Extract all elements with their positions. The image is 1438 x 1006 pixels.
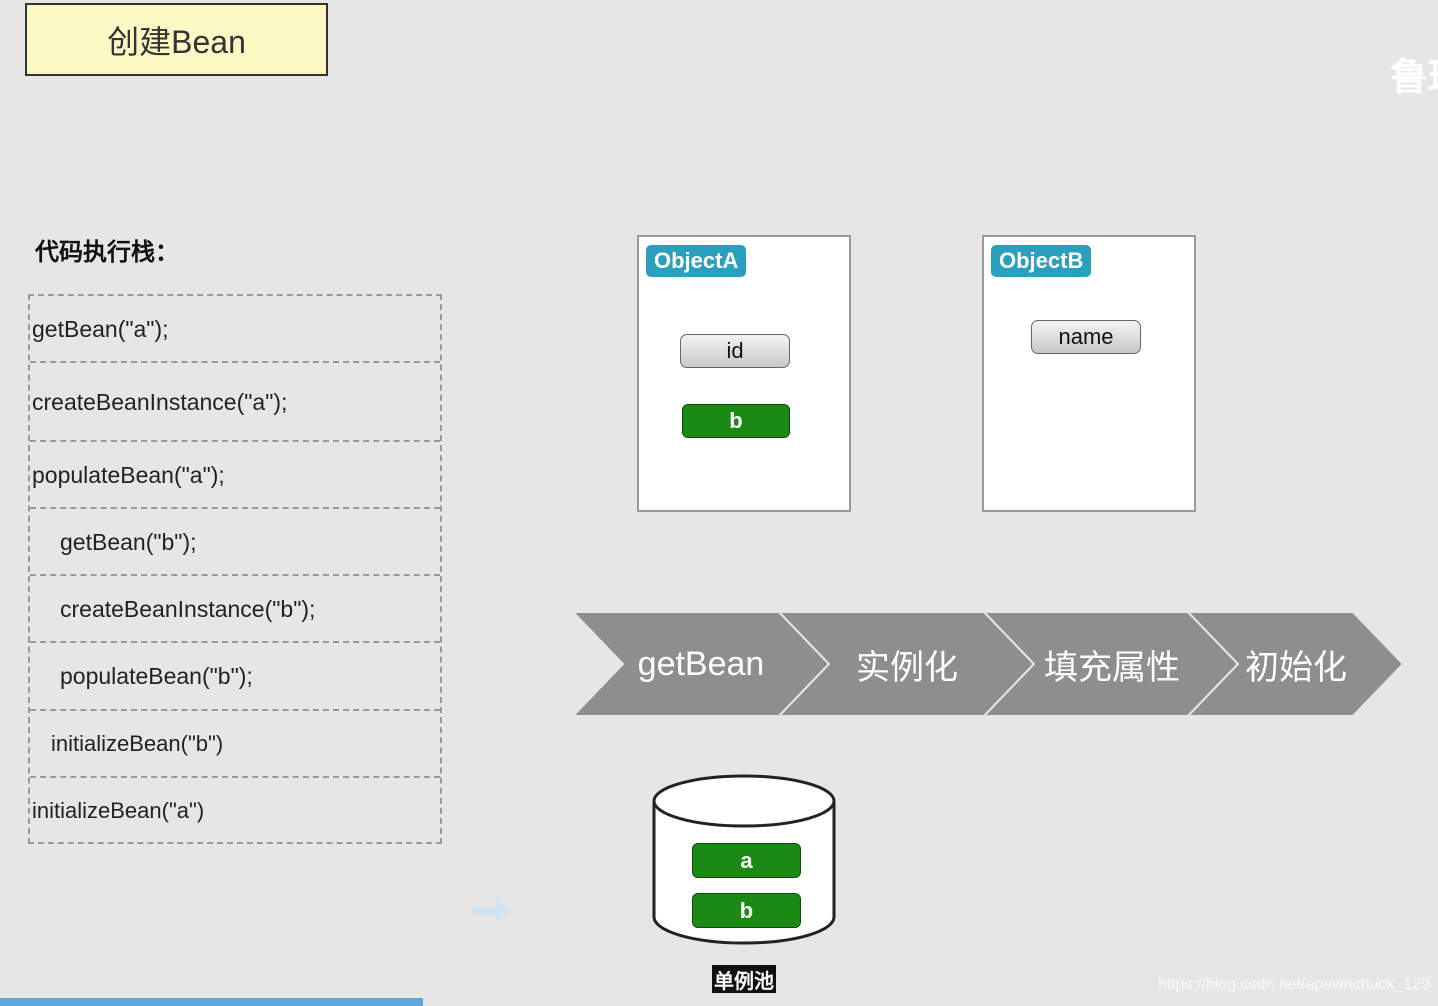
field-b: b bbox=[682, 404, 790, 438]
flow-step-shape-4 bbox=[1186, 612, 1405, 716]
stack-divider bbox=[30, 641, 440, 643]
field-id: id bbox=[680, 334, 790, 368]
stack-title: 代码执行栈： bbox=[35, 239, 179, 266]
flow-step-populate: 填充属性 bbox=[1044, 648, 1180, 687]
stack-item-8: initializeBean("a") bbox=[32, 798, 205, 823]
lifecycle-flow bbox=[573, 612, 1405, 716]
flow-step-shape-3 bbox=[982, 612, 1240, 716]
pool-item-b: b bbox=[692, 893, 801, 928]
progress-strip bbox=[0, 998, 423, 1006]
pool-item-a: a bbox=[692, 843, 801, 878]
flow-step-getbean: getBean bbox=[637, 644, 765, 683]
page-title: 创建Bean bbox=[25, 3, 328, 76]
faint-arrow-icon bbox=[472, 900, 512, 922]
execution-stack: getBean("a"); createBeanInstance("a"); p… bbox=[28, 294, 442, 844]
flow-step-shape-2 bbox=[777, 612, 1036, 716]
stack-item-6: populateBean("b"); bbox=[60, 662, 253, 689]
stack-item-4: getBean("b"); bbox=[60, 528, 197, 555]
flow-step-instantiate: 实例化 bbox=[856, 648, 958, 687]
stack-divider bbox=[30, 709, 440, 711]
url-watermark: https://blog.csdn.net/apawnchuck_129 bbox=[1157, 976, 1430, 993]
stack-divider bbox=[30, 361, 440, 363]
stack-divider bbox=[30, 440, 440, 442]
corner-watermark: 鲁班 bbox=[1390, 57, 1438, 99]
pool-label: 单例池 bbox=[712, 965, 776, 993]
stack-item-3: populateBean("a"); bbox=[32, 461, 225, 488]
object-b-tag: ObjectB bbox=[991, 245, 1092, 277]
stack-item-5: createBeanInstance("b"); bbox=[60, 595, 316, 622]
field-name: name bbox=[1031, 320, 1141, 354]
object-a-tag: ObjectA bbox=[646, 245, 747, 277]
object-a-card: ObjectA id b bbox=[637, 235, 851, 512]
stack-divider bbox=[30, 776, 440, 778]
object-b-card: ObjectB name bbox=[982, 235, 1196, 512]
stack-item-2: createBeanInstance("a"); bbox=[32, 388, 288, 415]
stack-divider bbox=[30, 507, 440, 509]
flow-step-initialize: 初始化 bbox=[1245, 648, 1347, 687]
flow-step-shape-1 bbox=[573, 612, 831, 716]
stack-divider bbox=[30, 574, 440, 576]
stack-item-7: initializeBean("b") bbox=[51, 731, 224, 756]
stack-item-1: getBean("a"); bbox=[32, 315, 169, 342]
